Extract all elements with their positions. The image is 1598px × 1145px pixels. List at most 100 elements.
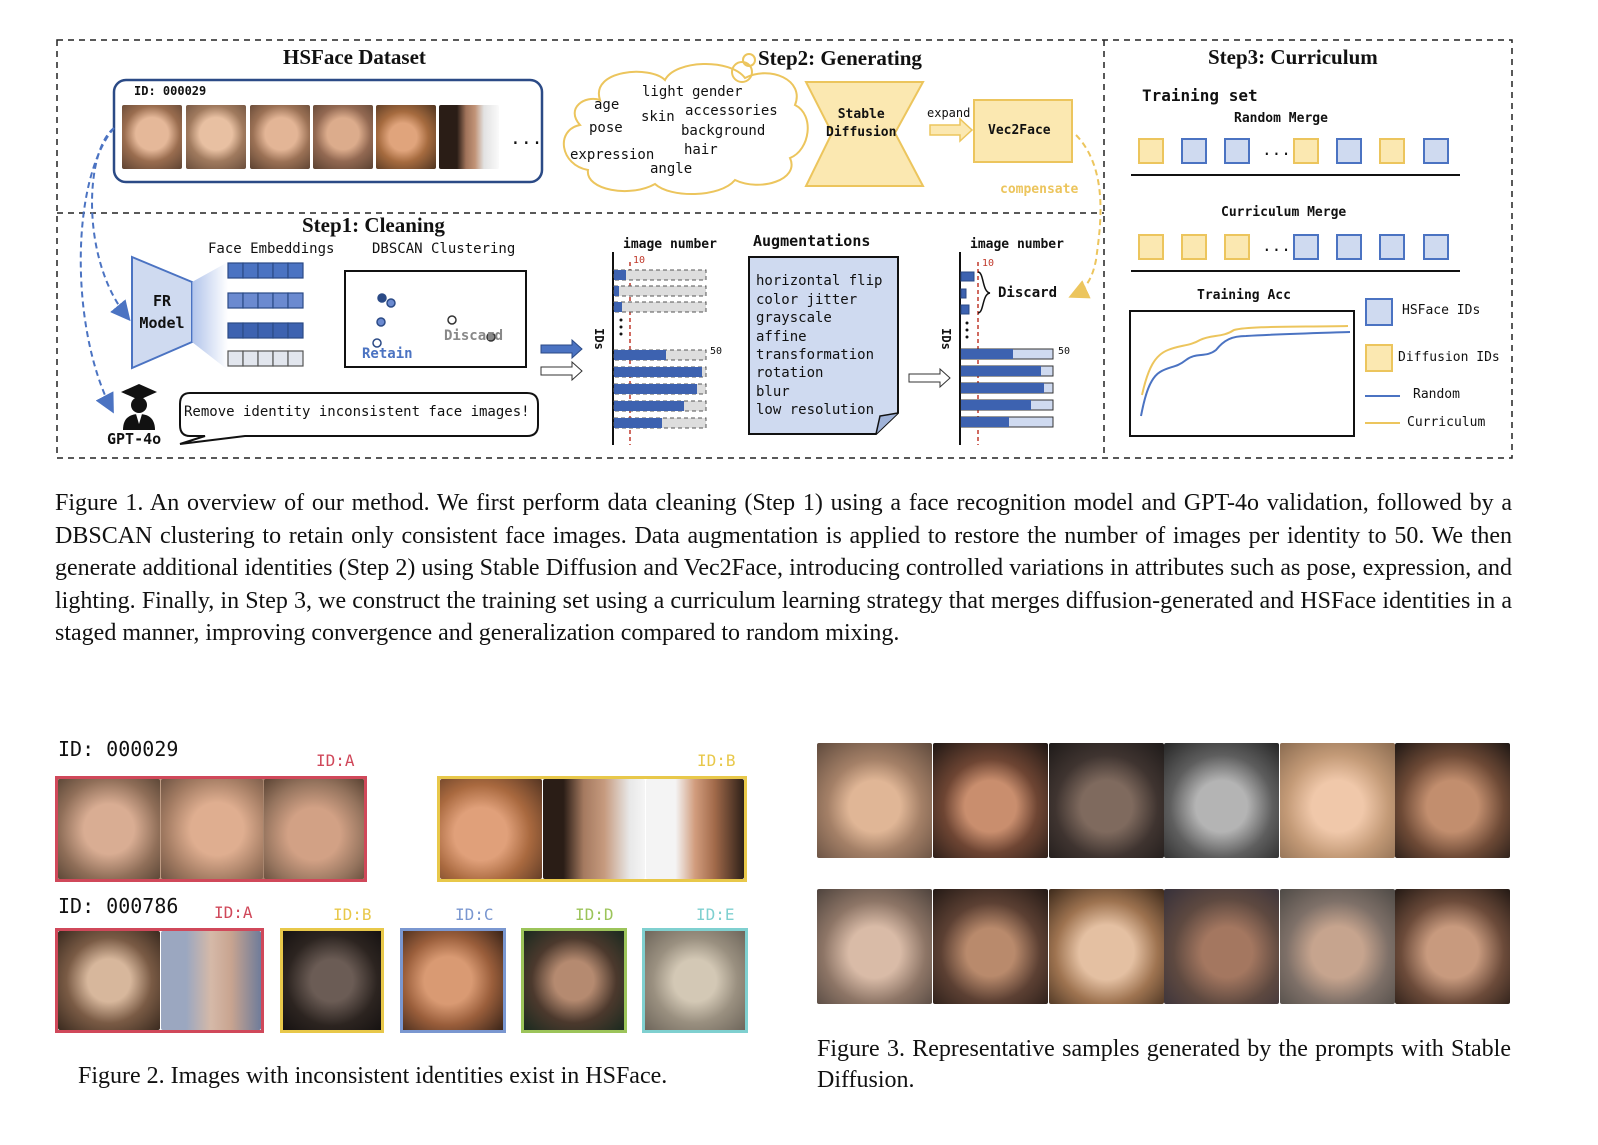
random-merge-sq-2	[1181, 138, 1207, 164]
face-embeddings-label: Face Embeddings	[208, 241, 335, 257]
cloud-word-skin: skin	[641, 109, 675, 125]
chart1-tick-10: 10	[633, 255, 646, 266]
retain-label: Retain	[362, 346, 413, 362]
fig3-face-6	[1395, 743, 1510, 858]
fig3-face-1	[817, 743, 932, 858]
dbscan-points	[372, 293, 496, 348]
fig2-label-c: ID:C	[455, 905, 494, 924]
random-merge-label: Random Merge	[1234, 111, 1328, 126]
fig2-face-5	[543, 779, 645, 879]
cloud-word-hair: hair	[684, 142, 718, 158]
random-curve	[1140, 331, 1351, 417]
step2-title: Step2: Generating	[758, 46, 922, 70]
training-set-label: Training set	[1142, 86, 1258, 105]
chart2-title: image number	[970, 237, 1064, 252]
attribute-cloud	[562, 53, 809, 195]
stable-diffusion-label: Stable Diffusion	[826, 107, 897, 140]
random-merge-sq-1	[1138, 138, 1164, 164]
fig3-grid	[817, 743, 1510, 1005]
fig2-row1-group-a	[55, 776, 367, 882]
aug-3: grayscale	[756, 310, 832, 326]
fig2-label-d: ID:D	[575, 905, 614, 924]
chart1-title: image number	[623, 237, 717, 252]
aug-6: rotation	[756, 365, 824, 381]
training-acc-box	[1129, 310, 1355, 437]
fig2-face-3	[264, 779, 364, 879]
figure1-frame	[56, 39, 1513, 459]
fig2-label-b1: ID:B	[697, 751, 736, 770]
fig3-face-7	[817, 889, 932, 1004]
fig3-face-11	[1280, 889, 1395, 1004]
cloud-word-angle: angle	[650, 161, 693, 177]
aug-5: transformation	[756, 347, 875, 363]
cloud-word-age: age	[594, 97, 620, 113]
fig3-face-4	[1164, 743, 1279, 858]
hsface-id: ID: 000029	[134, 84, 207, 98]
curriculum-merge-sq-4	[1293, 234, 1319, 260]
fig2-face-1	[58, 779, 160, 879]
curriculum-merge-sq-2	[1181, 234, 1207, 260]
fig3-face-10	[1164, 889, 1279, 1004]
face-thumb-3	[250, 105, 310, 169]
face-thumb-5	[376, 105, 436, 169]
fig2-label-b2: ID:B	[333, 905, 372, 924]
curriculum-merge-ellipsis: ...	[1262, 236, 1291, 255]
aug-4: affine	[756, 329, 807, 345]
random-merge-ellipsis: ...	[1262, 140, 1291, 159]
figure2-caption: Figure 2. Images with inconsistent ident…	[78, 1063, 668, 1089]
random-merge-sq-4	[1293, 138, 1319, 164]
chart2-tick-10: 10	[982, 258, 995, 269]
compensate-label: compensate	[1000, 182, 1079, 197]
vec2face-label: Vec2Face	[988, 123, 1051, 138]
step1-title: Step1: Cleaning	[302, 213, 445, 237]
curriculum-merge-label: Curriculum Merge	[1221, 205, 1347, 220]
fig3-face-9	[1049, 889, 1164, 1004]
hsface-title: HSFace Dataset	[283, 45, 426, 69]
legend-curriculum-label: Curriculum	[1407, 415, 1486, 430]
gpt-avatar-icon	[121, 384, 157, 430]
legend-hsface-swatch	[1365, 298, 1393, 326]
aug-1: horizontal flip	[756, 273, 883, 289]
chart2-tick-50: 50	[1058, 346, 1071, 357]
cloud-word-pose: pose	[589, 120, 623, 136]
fig2-face-4	[440, 779, 542, 879]
random-merge-sq-5	[1336, 138, 1362, 164]
vec2face-box	[973, 99, 1073, 163]
augmentations-title: Augmentations	[753, 232, 871, 250]
fig2-label-a2: ID:A	[214, 903, 253, 922]
fig2-row2-group-e	[642, 928, 748, 1033]
face-thumb-6	[439, 105, 499, 169]
fig2-row2-group-c	[400, 928, 506, 1033]
embeddings	[227, 262, 304, 367]
curriculum-merge-sq-6	[1379, 234, 1405, 260]
cloud-word-background: background	[681, 123, 766, 139]
aug-8: low resolution	[756, 402, 875, 418]
training-acc-label: Training Acc	[1197, 288, 1291, 303]
discard-bar-label: Discard	[998, 285, 1058, 301]
fig2-face-6	[646, 779, 744, 879]
cloud-word-expression: expression	[570, 147, 655, 163]
fig3-face-5	[1280, 743, 1395, 858]
curriculum-merge-sq-7	[1423, 234, 1449, 260]
fig2-face-8	[161, 931, 261, 1030]
fig2-face-7	[58, 931, 160, 1030]
aug-7: blur	[756, 384, 790, 400]
fig2-row1-group-b	[437, 776, 747, 882]
gpt-message: Remove identity inconsistent face images…	[184, 404, 530, 420]
fig2-row2-group-a	[55, 928, 264, 1033]
step3-title: Step3: Curriculum	[1208, 45, 1378, 69]
cloud-word-light: light	[642, 84, 685, 100]
stable-diffusion-shape	[804, 81, 925, 187]
dbscan-box	[344, 270, 527, 368]
legend-hsface-label: HSFace IDs	[1402, 303, 1481, 318]
fig2-label-a1: ID:A	[316, 751, 355, 770]
fig3-face-8	[933, 889, 1048, 1004]
curriculum-merge-sq-1	[1138, 234, 1164, 260]
fig3-face-3	[1049, 743, 1164, 858]
curriculum-merge-sq-5	[1336, 234, 1362, 260]
fig2-id1: ID: 000029	[58, 737, 179, 761]
random-merge-sq-3	[1224, 138, 1250, 164]
legend-random-label: Random	[1413, 387, 1460, 402]
chart1-ids: IDs	[591, 328, 606, 350]
face-thumb-4	[313, 105, 373, 169]
